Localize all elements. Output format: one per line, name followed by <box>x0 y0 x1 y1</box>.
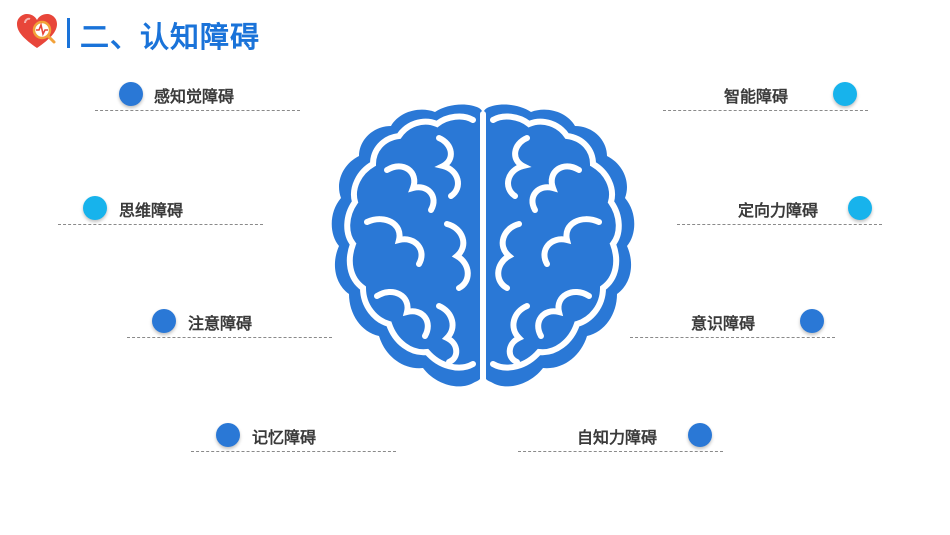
item-label: 注意障碍 <box>188 314 253 333</box>
item-intelligence: 智能障碍 <box>663 80 868 111</box>
item-label: 定向力障碍 <box>738 201 819 220</box>
bullet-dot <box>216 423 240 447</box>
item-insight: 自知力障碍 <box>518 421 723 452</box>
dashed-divider <box>58 224 263 225</box>
title-accent-bar <box>67 18 70 48</box>
item-label: 智能障碍 <box>724 87 789 106</box>
heart-monitor-icon <box>14 12 60 52</box>
bullet-dot <box>800 309 824 333</box>
item-label: 自知力障碍 <box>577 428 658 447</box>
dashed-divider <box>630 337 835 338</box>
item-consciousness: 意识障碍 <box>630 307 835 338</box>
item-memory: 记忆障碍 <box>191 421 396 452</box>
item-attention: 注意障碍 <box>127 307 332 338</box>
item-perception: 感知觉障碍 <box>95 80 300 111</box>
item-thinking: 思维障碍 <box>58 194 263 225</box>
dashed-divider <box>677 224 882 225</box>
bullet-dot <box>152 309 176 333</box>
page-title: 二、认知障碍 <box>80 20 261 54</box>
dashed-divider <box>191 451 396 452</box>
dashed-divider <box>95 110 300 111</box>
bullet-dot <box>83 196 107 220</box>
brain-icon <box>327 100 639 400</box>
item-label: 记忆障碍 <box>252 428 317 447</box>
item-label: 感知觉障碍 <box>154 87 235 106</box>
item-label: 思维障碍 <box>119 201 184 220</box>
item-label: 意识障碍 <box>691 314 756 333</box>
item-orientation: 定向力障碍 <box>677 194 882 225</box>
dashed-divider <box>518 451 723 452</box>
bullet-dot <box>119 82 143 106</box>
dashed-divider <box>127 337 332 338</box>
bullet-dot <box>688 423 712 447</box>
bullet-dot <box>848 196 872 220</box>
dashed-divider <box>663 110 868 111</box>
bullet-dot <box>833 82 857 106</box>
